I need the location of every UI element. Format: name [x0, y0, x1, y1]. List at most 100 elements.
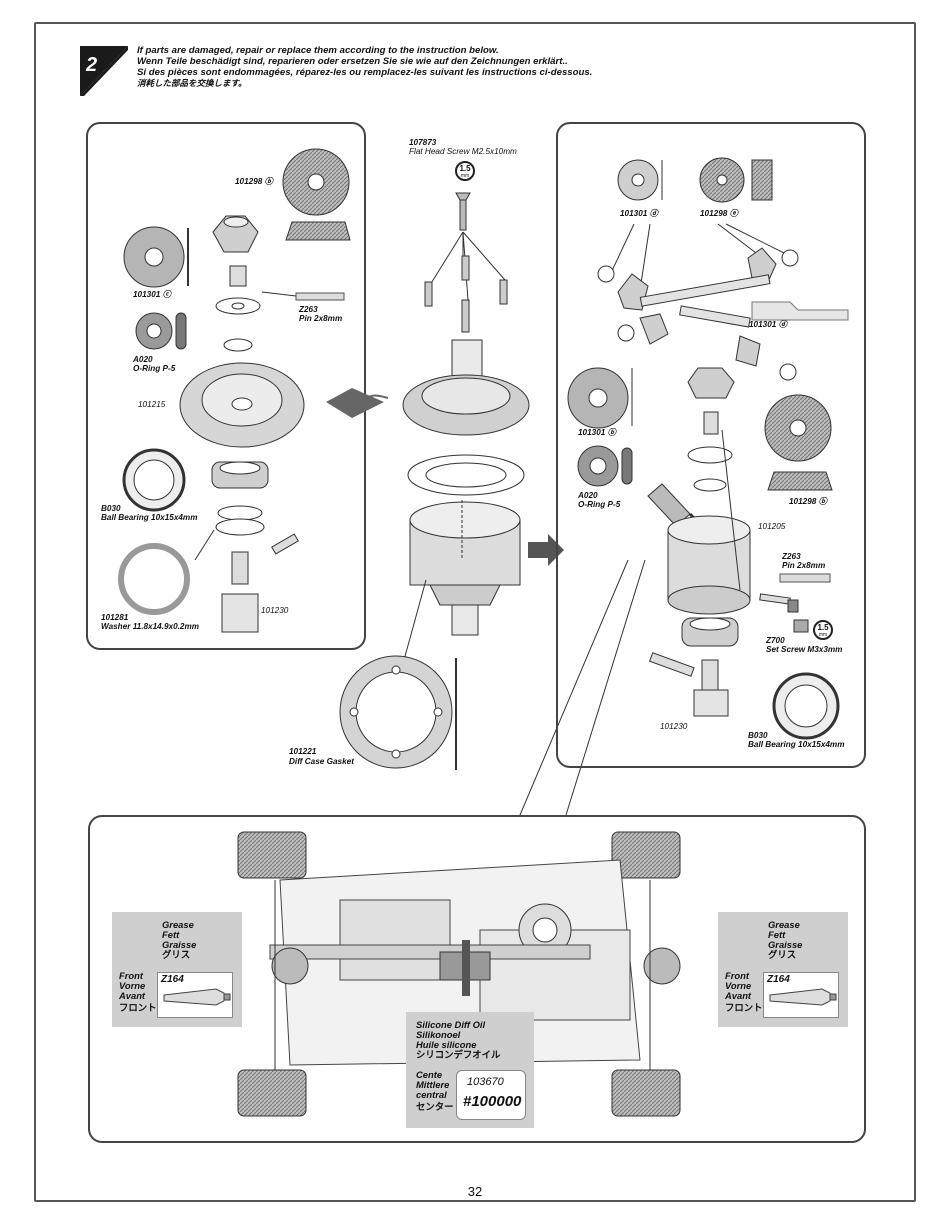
- chassis-drawing: [237, 831, 681, 1117]
- right-arrow: [528, 534, 564, 566]
- center-pos-en: Cente: [416, 1069, 443, 1080]
- step-badge: 2: [80, 46, 128, 96]
- label-right-set-screw: Z700: [766, 636, 785, 645]
- left-thin-washer: [118, 543, 190, 615]
- hex-size: 1.5: [459, 164, 471, 173]
- label-right-oring-desc: O-Ring P-5: [578, 500, 621, 509]
- left-ring-gear: [179, 362, 305, 448]
- label-left-ring-gear: 101215: [138, 400, 166, 409]
- label-right-washer-mid: 101301 ⓓ: [749, 320, 787, 329]
- right-grease-en: Grease: [768, 919, 800, 930]
- hex-unit: mm: [460, 173, 470, 179]
- label-gasket-desc: Diff Case Gasket: [289, 757, 354, 766]
- right-bevel-gear: [687, 367, 735, 492]
- left-drive-cup: [221, 533, 299, 633]
- label-right-oring: A020: [578, 491, 598, 500]
- oil-fr: Huile silicone: [416, 1039, 477, 1050]
- label-gasket: 101221: [289, 747, 317, 756]
- page-border: [34, 22, 916, 1202]
- right-pos-jp: フロント: [725, 1002, 763, 1013]
- right-panel: [556, 122, 866, 768]
- left-grease-box: Z164: [157, 972, 233, 1018]
- right-big-washer: [567, 367, 633, 429]
- right-grease-box: Z164: [763, 972, 839, 1018]
- left-gear-cover: [282, 148, 351, 241]
- left-oring: [135, 312, 253, 352]
- oil-de: Silikonoel: [416, 1029, 461, 1040]
- right-diff-case: [667, 429, 751, 615]
- right-hex-unit: mm: [818, 632, 828, 638]
- label-right-cup: 101230: [660, 722, 688, 731]
- label-left-bearing: B030: [101, 504, 121, 513]
- right-drive-cup: [648, 652, 729, 717]
- label-left-washer: 101301 ⓒ: [133, 290, 171, 299]
- left-grease-de: Fett: [162, 929, 180, 940]
- label-left-washer-thin-desc: Washer 11.8x14.9x0.2mm: [101, 622, 200, 631]
- left-washer-big: [123, 226, 189, 288]
- center-oil-callout: Silicone Diff Oil Silikonoel Huile silic…: [406, 1012, 534, 1128]
- left-pos-jp: フロント: [119, 1002, 157, 1013]
- step-number: 2: [86, 54, 98, 76]
- right-grease-part: Z164: [767, 974, 790, 985]
- right-small-gear: [699, 157, 773, 203]
- left-grease-tube: [163, 988, 231, 1006]
- right-hex-wrench-badge: 1.5 mm: [813, 620, 833, 640]
- label-right-washer-top: 101301 ⓓ: [620, 209, 658, 218]
- label-right-gear-cover: 101298 ⓑ: [789, 497, 827, 506]
- label-right-set-screw-desc: Set Screw M3x3mm: [766, 645, 843, 654]
- step-badge-shape: [80, 46, 128, 96]
- left-pos-de: Vorne: [119, 980, 146, 991]
- label-screw: 107873: [409, 138, 437, 147]
- label-left-pin-desc: Pin 2x8mm: [299, 314, 343, 323]
- left-grease-fr: Graisse: [162, 939, 197, 950]
- right-pos-de: Vorne: [725, 980, 752, 991]
- oil-en: Silicone Diff Oil: [416, 1019, 486, 1030]
- right-pin-setscrew: [759, 573, 831, 633]
- label-left-bearing-desc: Ball Bearing 10x15x4mm: [101, 513, 198, 522]
- label-left-cup: 101230: [261, 606, 289, 615]
- center-pos-jp: センター: [416, 1101, 454, 1112]
- label-right-washer-big: 101301 ⓑ: [578, 428, 616, 437]
- center-pos-de: Mittlere: [416, 1079, 450, 1090]
- right-small-washer: [617, 159, 663, 201]
- right-bearing: [681, 617, 840, 740]
- center-pos-fr: central: [416, 1089, 447, 1100]
- instruction-en: If parts are damaged, repair or replace …: [137, 45, 499, 56]
- right-oring: [577, 445, 633, 487]
- center-screws: [424, 192, 508, 333]
- left-grease-callout: Grease Fett Graisse グリス Front Vorne Avan…: [112, 912, 242, 1027]
- right-grease-fr: Graisse: [768, 939, 803, 950]
- label-left-washer-thin: 101281: [101, 613, 129, 622]
- right-cross-shaft: [597, 223, 849, 381]
- label-right-pin-desc: Pin 2x8mm: [782, 561, 826, 570]
- left-grease-en: Grease: [162, 919, 194, 930]
- hex-wrench-badge: 1.5 mm: [455, 161, 475, 181]
- instruction-de: Wenn Teile beschädigt sind, reparieren o…: [137, 56, 568, 67]
- oil-box: 103670 #100000: [456, 1070, 526, 1120]
- label-screw-desc: Flat Head Screw M2.5x10mm: [409, 147, 517, 156]
- oil-weight: #100000: [463, 1093, 522, 1110]
- label-left-pin: Z263: [299, 305, 318, 314]
- center-gasket: [339, 655, 457, 770]
- center-diff-case: [409, 500, 521, 636]
- label-right-pin: Z263: [782, 552, 801, 561]
- left-grease-jp: グリス: [162, 949, 191, 960]
- page-number: 32: [467, 1184, 483, 1199]
- left-bevel-gear: [212, 215, 259, 253]
- right-grease-tube: [769, 988, 837, 1006]
- left-arrow: [326, 388, 389, 418]
- center-ring-gear: [402, 339, 530, 496]
- oil-part: 103670: [467, 1076, 504, 1088]
- oil-jp: シリコンデフオイル: [416, 1049, 501, 1060]
- left-pos-fr: Avant: [119, 990, 146, 1001]
- label-right-gear-top: 101298 ⓔ: [700, 209, 738, 218]
- label-right-case: 101205: [758, 522, 786, 531]
- label-left-gear-cover: 101298 ⓑ: [235, 177, 273, 186]
- label-right-bearing: B030: [748, 731, 768, 740]
- left-bearing: [122, 448, 269, 561]
- bottom-panel: [88, 815, 866, 1143]
- instruction-fr: Si des pièces sont endommagées, réparez-…: [137, 67, 593, 78]
- label-right-bearing-desc: Ball Bearing 10x15x4mm: [748, 740, 845, 749]
- left-grease-part: Z164: [161, 974, 184, 985]
